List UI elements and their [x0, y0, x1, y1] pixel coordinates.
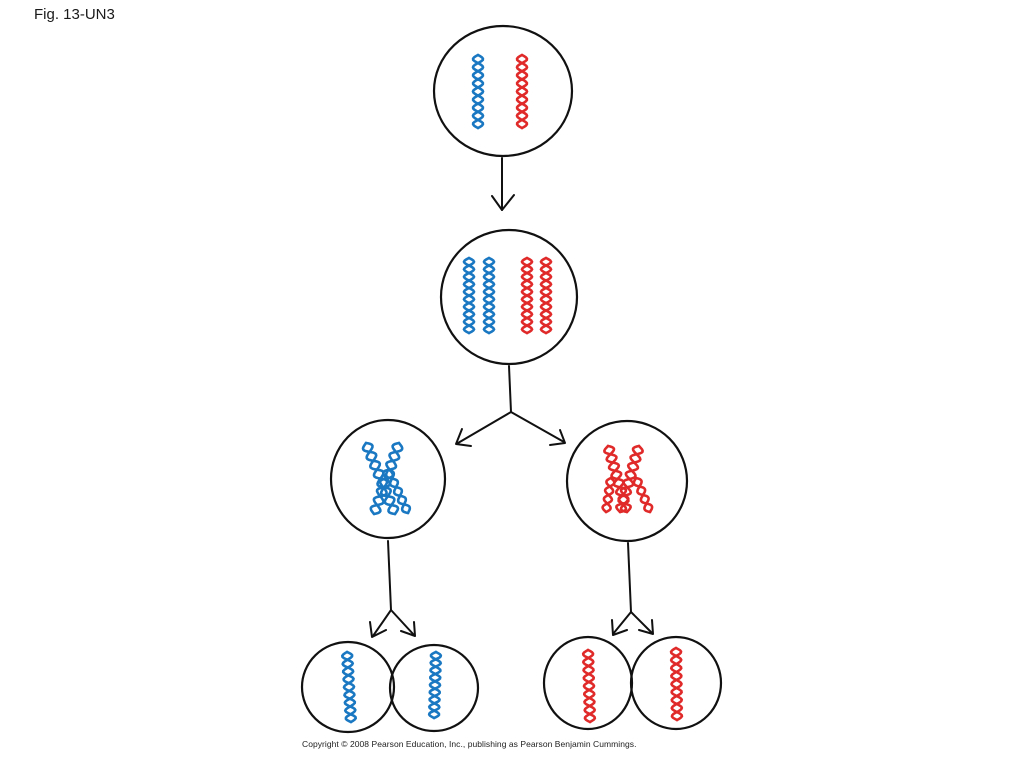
meiosis-i-red-chromatid-2-strand-2: [615, 444, 644, 514]
arrows: [369, 157, 654, 638]
meiosis-i-blue-chromatid-1-strand-2: [364, 441, 397, 516]
chromosomes: [340, 53, 684, 724]
meiosis-i-blue-chromatid-arm-strand-1: [384, 468, 410, 515]
meiosis-ii-cell-2: [388, 643, 480, 733]
arrowhead-down-1: [491, 194, 515, 211]
daughter-4-red-chromosome-strand-2: [669, 646, 684, 722]
meiosis-i-blue-chromatid-arm-strand-2: [386, 468, 412, 515]
meiosis-i-blue-chromatid-2: [369, 441, 404, 516]
daughter-3-red-chromosome-strand-2: [581, 648, 597, 724]
meiosis-i-red-chromatid-arm: [601, 476, 616, 514]
arrow-branch-4b: [630, 611, 653, 634]
parent-red-chromosome-strand-2: [515, 53, 529, 130]
replicated-red-chromatid-1-strand-2: [520, 256, 534, 335]
daughter-2-blue-chromosome: [427, 650, 443, 720]
meiosis-i-cell-left: [329, 418, 447, 540]
replicated-blue-chromatid-2: [482, 256, 496, 335]
daughter-4-red-chromosome-strand-1: [669, 646, 684, 722]
arrow-branch-3a: [372, 609, 392, 637]
arrowhead-3a: [369, 621, 387, 638]
daughter-2-blue-chromosome-strand-2: [427, 650, 443, 720]
daughter-1-blue-chromosome-strand-1: [340, 650, 357, 724]
arrowhead-3b: [400, 621, 416, 637]
copyright-notice: Copyright © 2008 Pearson Education, Inc.…: [302, 739, 637, 749]
meiosis-ii-cell-1: [300, 640, 396, 734]
replicated-red-chromatid-2-strand-2: [539, 256, 553, 335]
figure-label: Fig. 13-UN3: [34, 6, 115, 23]
parent-blue-chromosome-strand-1: [471, 53, 485, 130]
daughter-4-red-chromosome: [669, 646, 684, 722]
meiosis-i-blue-chromatid-arm: [384, 468, 412, 515]
arrowhead-4b: [638, 619, 654, 635]
meiosis-i-red-chromatid-arm-strand-2: [601, 476, 616, 514]
arrow-stem-4: [627, 542, 632, 613]
daughter-3-red-chromosome-strand-1: [581, 648, 597, 724]
daughter-2-blue-chromosome-strand-1: [427, 650, 443, 720]
arrow-stem-3: [387, 540, 392, 611]
meiosis-i-blue-chromatid-1: [361, 441, 400, 516]
parent-red-chromosome-strand-1: [515, 53, 529, 130]
meiosis-ii-cell-4: [629, 635, 723, 731]
arrow-branch-4a: [612, 611, 632, 635]
meiosis-i-cell-right: [565, 419, 689, 543]
replicated-red-chromatid-1: [520, 256, 534, 335]
arrowhead-4a: [611, 619, 628, 636]
parent-red-chromosome: [515, 53, 529, 130]
replicated-cell: [439, 228, 579, 366]
parent-blue-chromosome-strand-2: [471, 53, 485, 130]
replicated-red-chromatid-2: [539, 256, 553, 335]
parent-cell: [432, 24, 574, 158]
meiosis-i-red-chromatid-2: [615, 444, 644, 514]
daughter-1-blue-chromosome: [340, 650, 358, 724]
meiosis-i-red-chromatid-arm-2: [632, 476, 654, 514]
arrowhead-right: [549, 429, 566, 446]
replicated-blue-chromatid-1-strand-2: [462, 256, 476, 335]
arrowhead-left: [455, 428, 472, 447]
replicated-blue-chromatid-2-strand-2: [482, 256, 496, 335]
meiosis-i-red-chromatid-arm-2-strand-2: [634, 476, 652, 514]
cell-outlines: [300, 24, 723, 734]
arrow-branch-left: [457, 411, 512, 444]
daughter-1-blue-chromosome-strand-2: [341, 650, 358, 724]
parent-blue-chromosome: [471, 53, 485, 130]
arrow-branch-3b: [390, 609, 415, 636]
meiosis-i-blue-chromatid-2-strand-2: [369, 441, 404, 516]
arrow-stem-2: [508, 365, 512, 413]
replicated-blue-chromatid-1: [462, 256, 476, 335]
daughter-3-red-chromosome: [581, 648, 597, 724]
arrow-branch-right: [510, 411, 565, 443]
